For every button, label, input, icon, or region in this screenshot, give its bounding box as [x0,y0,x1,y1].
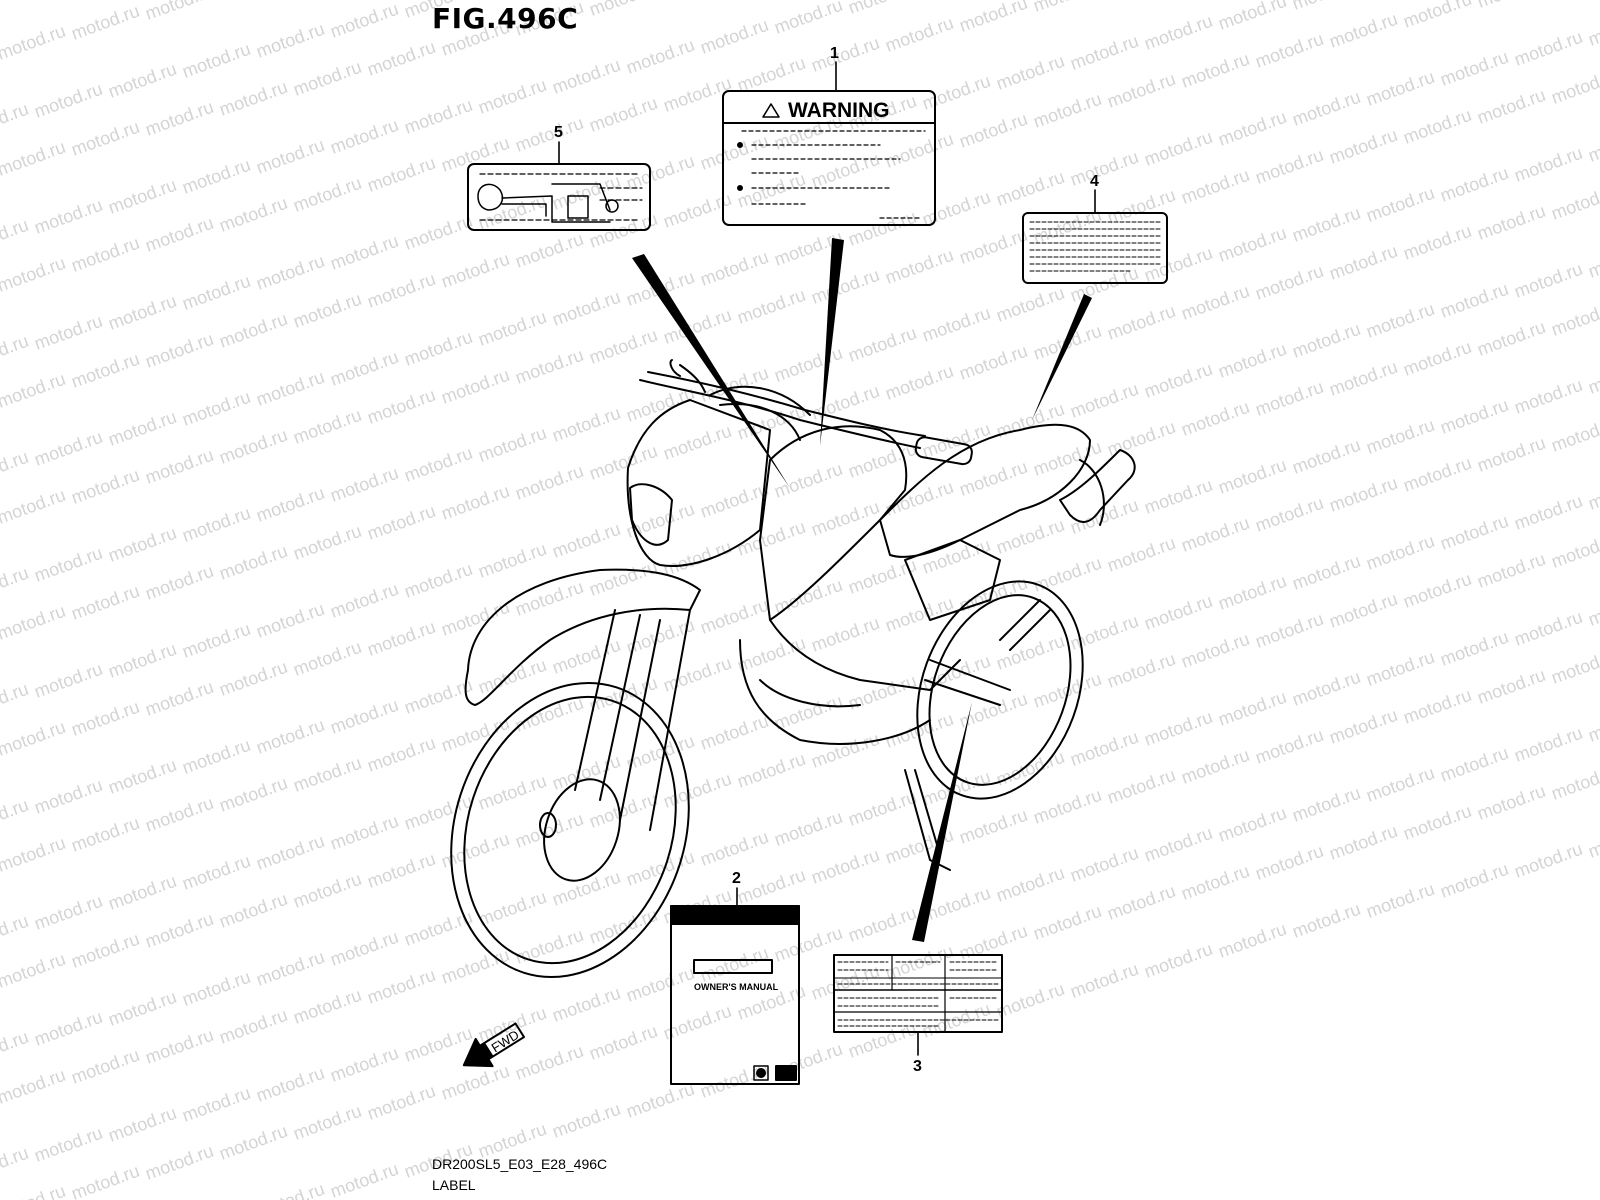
warning-heading: WARNING [788,99,890,122]
callout-3: 3 [913,1058,922,1075]
diagram-caption: LABEL [432,1177,476,1193]
figure-title: FIG.496C [432,2,579,35]
forward-arrow-icon: FWD [462,1022,526,1068]
callout-4: 4 [1090,173,1099,190]
callout-2: 2 [732,870,741,887]
manual-title: OWNER'S MANUAL [694,982,779,992]
leader-lines [558,61,1096,1056]
motorcycle-outline [450,359,1136,979]
owners-manual [670,905,800,1085]
tire-information-label [833,954,1003,1033]
callout-1: 1 [830,45,839,62]
callout-5: 5 [554,124,563,141]
diagram-code: DR200SL5_E03_E28_496C [432,1156,608,1172]
hose-routing-label [467,163,651,231]
warning-label [722,90,936,226]
pointer-wedges [632,238,1092,942]
information-label [1022,212,1168,284]
forward-arrow-text: FWD [489,1027,522,1055]
